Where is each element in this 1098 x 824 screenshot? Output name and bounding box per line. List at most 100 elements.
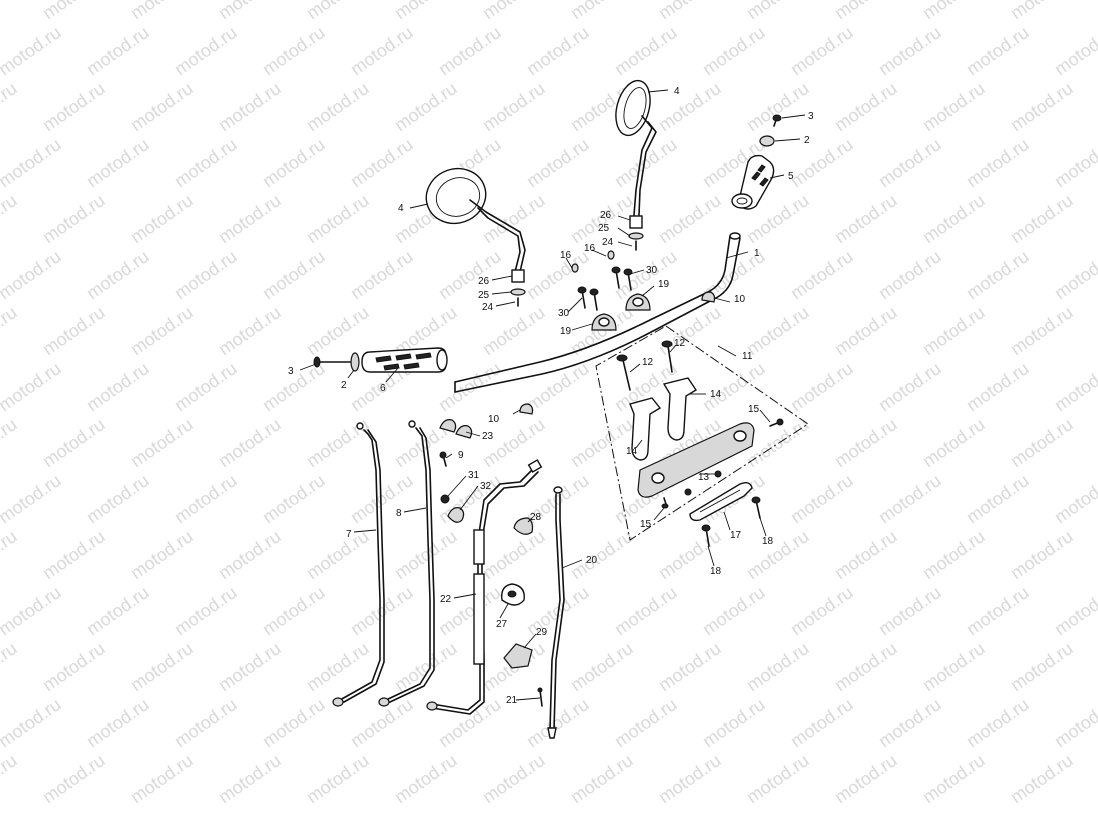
watermark-text: motod.ru xyxy=(215,638,285,695)
callout-19-left: 19 xyxy=(560,326,572,337)
callout-25-left: 25 xyxy=(478,290,490,301)
watermark-text: motod.ru xyxy=(787,134,857,191)
watermark-text: motod.ru xyxy=(435,246,505,303)
watermark-text: motod.ru xyxy=(655,750,725,807)
callout-27: 27 xyxy=(496,619,508,630)
watermark-text: motod.ru xyxy=(479,78,549,135)
watermark-text: motod.ru xyxy=(875,22,945,79)
watermark-text: motod.ru xyxy=(347,134,417,191)
watermark-text: motod.ru xyxy=(787,470,857,527)
callout-18-left: 18 xyxy=(710,566,722,577)
watermark-text: motod.ru xyxy=(479,750,549,807)
watermark-text: motod.ru xyxy=(1007,78,1077,135)
right-grip xyxy=(731,114,782,210)
watermark-text: motod.ru xyxy=(787,246,857,303)
watermark-text: motod.ru xyxy=(1051,694,1098,751)
callout-24-right: 24 xyxy=(602,237,614,248)
watermark-text: motod.ru xyxy=(435,22,505,79)
watermark-text: motod.ru xyxy=(875,694,945,751)
watermark-text: motod.ru xyxy=(171,582,241,639)
callout-14-right: 14 xyxy=(710,389,722,400)
watermark-text: motod.ru xyxy=(391,0,461,23)
watermark-text: motod.ru xyxy=(0,358,64,415)
watermark-text: motod.ru xyxy=(479,0,549,23)
callout-19-right: 19 xyxy=(658,279,670,290)
callout-17: 17 xyxy=(730,530,742,541)
watermark-text: motod.ru xyxy=(391,750,461,807)
watermark-text: motod.ru xyxy=(743,78,813,135)
watermark-text: motod.ru xyxy=(391,526,461,583)
callout-28: 28 xyxy=(530,512,542,523)
callout-30-right: 30 xyxy=(646,265,658,276)
left-mirror xyxy=(425,167,526,307)
callout-4-right: 4 xyxy=(674,86,680,97)
watermark-text: motod.ru xyxy=(523,694,593,751)
watermark-text: motod.ru xyxy=(303,190,373,247)
watermark-text: motod.ru xyxy=(0,526,20,583)
watermark-text: motod.ru xyxy=(611,582,681,639)
watermark-text: motod.ru xyxy=(0,470,64,527)
watermark-text: motod.ru xyxy=(1051,246,1098,303)
callout-8: 8 xyxy=(396,508,402,519)
watermark-text: motod.ru xyxy=(127,302,197,359)
watermark-text: motod.ru xyxy=(479,526,549,583)
watermark-text: motod.ru xyxy=(215,190,285,247)
cable-22 xyxy=(426,459,543,715)
callout-21: 21 xyxy=(506,695,518,706)
watermark-text: motod.ru xyxy=(259,470,329,527)
callout-6: 6 xyxy=(380,383,386,394)
watermark-text: motod.ru xyxy=(0,638,20,695)
watermark-text: motod.ru xyxy=(655,302,725,359)
watermark-text: motod.ru xyxy=(83,134,153,191)
callout-12-left: 12 xyxy=(642,357,654,368)
watermark-text: motod.ru xyxy=(39,638,109,695)
watermark-text: motod.ru xyxy=(919,638,989,695)
watermark-text: motod.ru xyxy=(523,22,593,79)
watermark-text: motod.ru xyxy=(39,78,109,135)
watermark-text: motod.ru xyxy=(655,78,725,135)
watermark-text: motod.ru xyxy=(0,22,64,79)
watermark-text: motod.ru xyxy=(171,358,241,415)
watermark-text: motod.ru xyxy=(39,302,109,359)
callout-10-left: 10 xyxy=(488,414,500,425)
watermark-text: motod.ru xyxy=(1007,190,1077,247)
watermark-text: motod.ru xyxy=(831,190,901,247)
watermark-text: motod.ru xyxy=(0,694,64,751)
watermark-text: motod.ru xyxy=(347,582,417,639)
watermark-text: motod.ru xyxy=(567,0,637,23)
cable-7 xyxy=(332,422,385,707)
watermark-text: motod.ru xyxy=(0,246,64,303)
watermark-text: motod.ru xyxy=(83,470,153,527)
watermark-text: motod.ru xyxy=(567,526,637,583)
watermark-text: motod.ru xyxy=(743,0,813,23)
watermark-text: motod.ru xyxy=(567,750,637,807)
watermark-text: motod.ru xyxy=(919,78,989,135)
watermark-text: motod.ru xyxy=(303,414,373,471)
watermark-text: motod.ru xyxy=(1007,750,1077,807)
watermark-text: motod.ru xyxy=(39,414,109,471)
callout-7: 7 xyxy=(346,529,352,540)
watermark-text: motod.ru xyxy=(127,190,197,247)
watermark-text: motod.ru xyxy=(655,0,725,23)
callout-31: 31 xyxy=(468,470,480,481)
watermark-text: motod.ru xyxy=(0,302,20,359)
watermark-text: motod.ru xyxy=(963,22,1033,79)
watermark-text: motod.ru xyxy=(787,582,857,639)
watermark-text: motod.ru xyxy=(1007,0,1077,23)
watermark-text: motod.ru xyxy=(347,22,417,79)
watermark-text: motod.ru xyxy=(831,302,901,359)
watermark-text: motod.ru xyxy=(919,526,989,583)
watermark-text: motod.ru xyxy=(0,582,64,639)
callout-25-right: 25 xyxy=(598,223,610,234)
watermark-text: motod.ru xyxy=(0,414,20,471)
watermark-text: motod.ru xyxy=(0,0,20,23)
lower-plate xyxy=(689,481,761,547)
watermark-text: motod.ru xyxy=(0,78,20,135)
watermark-text: motod.ru xyxy=(831,638,901,695)
callout-26-right: 26 xyxy=(600,210,612,221)
watermark-text: motod.ru xyxy=(611,694,681,751)
watermark-text: motod.ru xyxy=(875,470,945,527)
watermark-text: motod.ru xyxy=(127,750,197,807)
watermark-text: motod.ru xyxy=(523,582,593,639)
